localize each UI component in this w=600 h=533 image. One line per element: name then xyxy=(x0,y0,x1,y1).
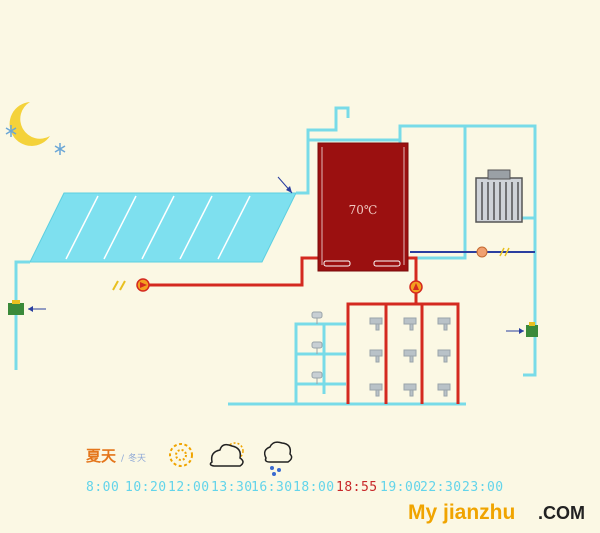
shower-head-icon xyxy=(311,311,323,324)
air-vent-arrow xyxy=(277,176,293,194)
shower-head-icon xyxy=(311,371,323,384)
schedule-time-button[interactable]: 18:55 xyxy=(336,480,378,495)
faucet-icon xyxy=(369,349,383,363)
rain-cloud-icon[interactable] xyxy=(263,441,293,476)
heat-pump-unit xyxy=(475,169,523,223)
schedule-time-button[interactable]: 19:00 xyxy=(380,480,422,495)
cold-water-inlet-valve xyxy=(8,300,46,315)
season-separator: / xyxy=(121,454,125,464)
schedule-time-button[interactable]: 13:30 xyxy=(211,480,253,495)
shower-heads xyxy=(311,311,323,384)
schedule-time-button[interactable]: 18:00 xyxy=(293,480,335,495)
faucet-icon xyxy=(437,317,451,331)
season-label[interactable]: 夏天 xyxy=(85,447,117,465)
season-alt-label[interactable]: 冬天 xyxy=(128,452,146,464)
star-icon xyxy=(54,143,66,155)
schedule-time-button[interactable]: 16:30 xyxy=(251,480,293,495)
faucet-icon xyxy=(403,317,417,331)
faucet-icon xyxy=(403,383,417,397)
faucet-icon xyxy=(437,383,451,397)
brand-watermark: My jianzhu .COM xyxy=(408,501,585,524)
night-moon-icon xyxy=(9,102,50,146)
hot-water-pipes xyxy=(148,256,460,404)
schedule-time-button[interactable]: 22:30 xyxy=(420,480,462,495)
brand-name: My jianzhu xyxy=(408,501,515,524)
check-valve xyxy=(499,247,510,257)
tank-temperature: 70℃ xyxy=(349,203,378,217)
schedule-time-button[interactable]: 23:00 xyxy=(462,480,504,495)
shower-head-icon xyxy=(311,341,323,354)
schedule-time-button[interactable]: 8:00 xyxy=(86,480,119,495)
cloudy-sun-icon[interactable] xyxy=(209,442,244,467)
schedule-time-button[interactable]: 12:00 xyxy=(168,480,210,495)
solar-collector-panel xyxy=(29,192,297,263)
supply-pump xyxy=(409,280,423,294)
star-icon xyxy=(5,125,17,137)
cold-water-inlet-valve xyxy=(506,322,538,337)
check-valve xyxy=(112,280,126,291)
faucet-icon xyxy=(403,349,417,363)
faucet-icon xyxy=(437,349,451,363)
hot-water-tank: 70℃ xyxy=(317,142,409,272)
season-toggle[interactable]: 夏天 / 冬天 xyxy=(85,447,146,465)
faucet-grid xyxy=(369,317,451,397)
sun-icon[interactable] xyxy=(169,443,193,467)
collector-circulation-pump xyxy=(136,278,150,292)
faucet-icon xyxy=(369,383,383,397)
faucet-icon xyxy=(369,317,383,331)
schedule-time-button[interactable]: 10:20 xyxy=(125,480,167,495)
brand-suffix: .COM xyxy=(538,503,585,523)
heat-pump-pump xyxy=(476,246,488,258)
